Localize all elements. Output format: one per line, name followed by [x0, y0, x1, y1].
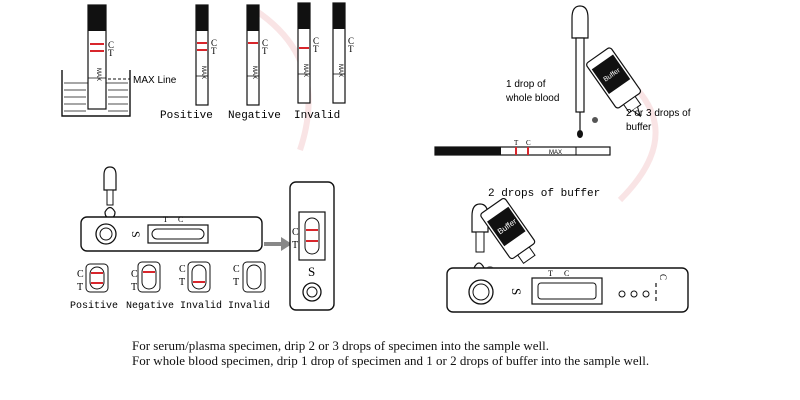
- strip-t-label: T: [348, 44, 354, 54]
- result-c-label: C: [77, 269, 84, 280]
- dipped-strip-c-label: C: [108, 40, 114, 50]
- strip-marker: MAX: [302, 64, 308, 77]
- buffer-bottle: Buffer: [586, 47, 642, 118]
- buffer-cassette-bottle: Buffer: [480, 197, 536, 264]
- instructions: For serum/plasma specimen, drip 2 or 3 d…: [132, 338, 692, 368]
- strip-marker: MAX: [337, 64, 343, 77]
- cassette-result-positive: C T: [77, 263, 109, 293]
- strip-c-label: C: [348, 36, 354, 46]
- strip-t-label: T: [211, 46, 217, 56]
- result-t-label: T: [131, 282, 137, 293]
- result-strip-invalid-1: C T MAX: [297, 2, 319, 104]
- result-t-label: T: [233, 277, 239, 288]
- vertical-cassette-s-label: S: [308, 264, 315, 279]
- buffer-cassette-s-label: S: [509, 288, 524, 295]
- max-line-label: MAX Line: [133, 75, 177, 86]
- cassette-result-invalid-1: C T: [179, 261, 211, 293]
- horizontal-strip-marker: MAX: [549, 150, 562, 156]
- cassette-result-negative: C T: [131, 261, 161, 293]
- buffer-cassette-title: 2 drops of buffer: [488, 188, 600, 200]
- strip-marker: MAX: [200, 66, 206, 79]
- dropper-bulb: [571, 5, 589, 39]
- buffer-drop: [592, 117, 598, 123]
- buffer-label-line2: buffer: [626, 122, 652, 133]
- result-c-label: C: [233, 264, 240, 275]
- buffer-cassette-end-mark: C: [658, 274, 668, 280]
- buffer-cassette-panel: 2 drops of buffer Buffer S T C C: [446, 188, 689, 313]
- result-t-label: T: [179, 277, 185, 288]
- strip-result-negative-label: Negative: [228, 110, 281, 122]
- cassette-result-invalid-2: C T: [233, 261, 266, 293]
- vertical-cassette-c-label: C: [292, 227, 299, 238]
- dipped-strip: C T MAX: [87, 4, 114, 110]
- result-strip-negative: C T MAX: [246, 4, 268, 106]
- instruction-serum: For serum/plasma specimen, drip 2 or 3 d…: [132, 338, 549, 353]
- result-strip-positive: C T MAX: [195, 4, 217, 106]
- cassette-c-marker: C: [178, 215, 183, 224]
- instruction-whole-blood: For whole blood specimen, drip 1 drop of…: [132, 353, 650, 368]
- cassette-result-positive-label: Positive: [70, 300, 118, 312]
- buffer-label-line1: 2 or 3 drops of: [626, 108, 691, 119]
- horizontal-strip-c-label: C: [526, 139, 531, 147]
- result-strip-invalid-2: C T MAX: [332, 2, 354, 104]
- liquid-lines: [64, 82, 128, 112]
- result-c-label: C: [131, 269, 138, 280]
- horizontal-strip-t-label: T: [514, 139, 519, 147]
- drop-label-line1: 1 drop of: [506, 79, 546, 90]
- strip-c-label: C: [262, 38, 268, 48]
- dropper-tube: [575, 37, 585, 113]
- cassette-dropper: [103, 166, 117, 191]
- drop-label-line2: whole blood: [505, 93, 559, 104]
- dipped-strip-t-label: T: [108, 48, 114, 58]
- strip-marker: MAX: [251, 66, 257, 79]
- buffer-cassette-c-marker: C: [564, 269, 569, 278]
- cassette-result-invalid-label-1: Invalid: [180, 300, 222, 312]
- strip-t-label: T: [313, 44, 319, 54]
- buffer-cassette-t-marker: T: [548, 269, 553, 278]
- beaker: [61, 70, 131, 117]
- result-t-label: T: [77, 282, 83, 293]
- blood-drop: [577, 130, 583, 138]
- cassette-t-marker: T: [163, 215, 168, 224]
- result-c-label: C: [179, 264, 186, 275]
- strip-c-label: C: [211, 38, 217, 48]
- cassette-s-label: S: [129, 231, 143, 238]
- cassette-result-negative-label: Negative: [126, 300, 174, 312]
- strip-result-invalid-label: Invalid: [294, 110, 340, 122]
- cassette-result-invalid-label-2: Invalid: [228, 300, 270, 312]
- strip-t-label: T: [262, 46, 268, 56]
- strip-c-label: C: [313, 36, 319, 46]
- vertical-cassette-t-label: T: [292, 240, 298, 251]
- whole-blood-panel: 1 drop of whole blood Buffer 2 or 3 drop…: [434, 5, 691, 156]
- strip-result-positive-label: Positive: [160, 110, 213, 122]
- dipped-strip-marker: MAX: [95, 68, 101, 81]
- cassette-panel: S T C C T S C T C T: [70, 166, 335, 312]
